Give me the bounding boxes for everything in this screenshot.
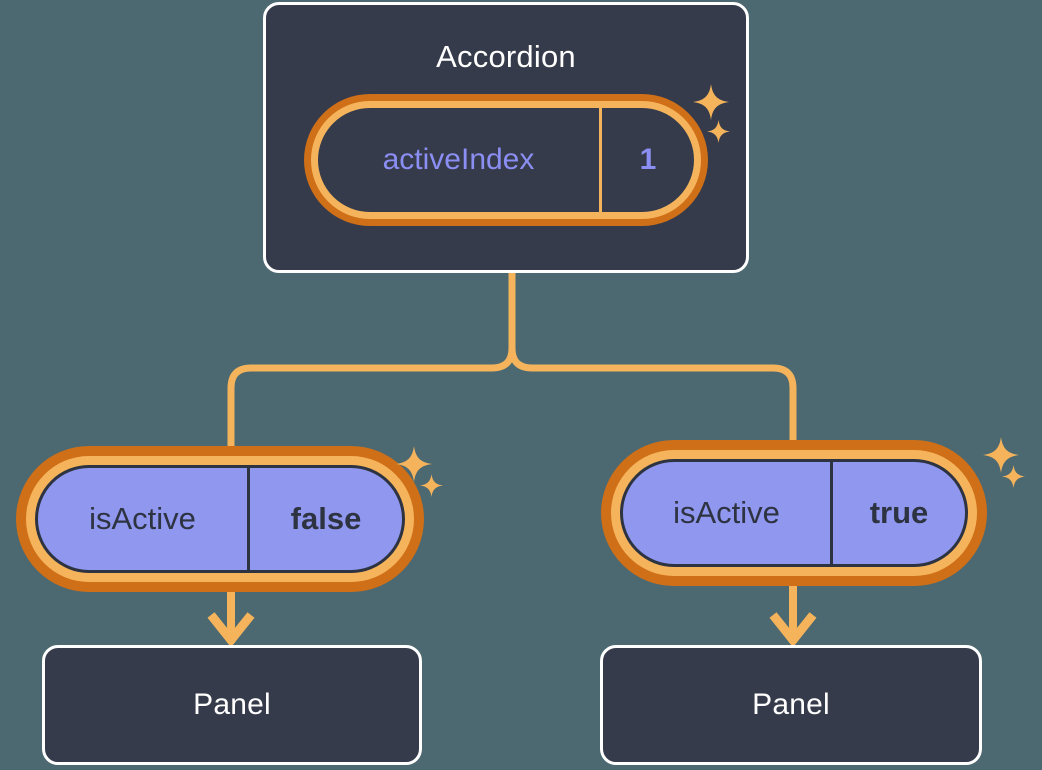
connector-branch-right bbox=[508, 347, 797, 460]
state-key-label: activeIndex bbox=[382, 143, 535, 176]
sparkle-icon bbox=[983, 437, 1019, 473]
sparkle-icon bbox=[707, 120, 730, 143]
sparkle-icon bbox=[693, 84, 729, 120]
sparkle-icon bbox=[1002, 465, 1025, 488]
arrow-head-right-icon bbox=[769, 612, 817, 648]
arrow-head-left-icon bbox=[207, 612, 255, 648]
state-pill-active-index[interactable]: activeIndex 1 bbox=[311, 101, 701, 219]
prop-key-label: isActive bbox=[89, 501, 196, 536]
sparkle-icon bbox=[420, 474, 443, 497]
prop-value-label: true bbox=[830, 462, 965, 564]
panel-right-title: Panel bbox=[752, 688, 830, 721]
prop-pill-is-active-false[interactable]: isActive false bbox=[35, 465, 405, 573]
sparkle-icon bbox=[396, 446, 432, 482]
panel-right-node[interactable]: Panel bbox=[600, 645, 982, 765]
prop-pill-is-active-true[interactable]: isActive true bbox=[620, 459, 968, 567]
prop-value-label: false bbox=[247, 468, 402, 570]
accordion-title: Accordion bbox=[436, 39, 576, 74]
panel-left-title: Panel bbox=[193, 688, 271, 721]
prop-key-label: isActive bbox=[673, 495, 780, 530]
connector-branch-left bbox=[227, 347, 516, 464]
state-value-label: 1 bbox=[599, 108, 694, 212]
panel-left-node[interactable]: Panel bbox=[42, 645, 422, 765]
